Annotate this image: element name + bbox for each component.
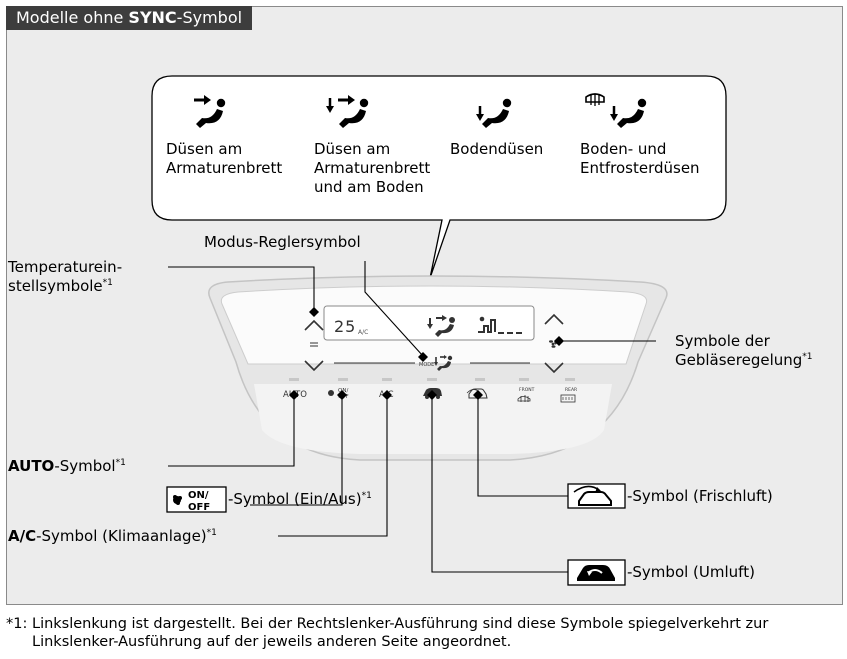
- display-fan-level: [478, 316, 522, 334]
- fresh-air-callout-icon: [567, 483, 626, 509]
- display-temperature: 25: [334, 317, 356, 336]
- panel-fan-icon: [549, 340, 557, 348]
- fan-down-arrow: [544, 362, 564, 374]
- panel-fresh-air-button: [466, 388, 488, 399]
- panel-mode-icon: [434, 355, 453, 371]
- recirculation-callout: -Symbol (Umluft): [627, 563, 755, 581]
- svg-text:FRONT: FRONT: [519, 387, 535, 393]
- panel-mode-label: MODE: [419, 362, 434, 368]
- mode-control-callout: Modus-Reglersymbol: [204, 233, 361, 251]
- fan-control-callout: Symbole der Gebläseregelung*1: [675, 332, 813, 369]
- display-mode-icon: [427, 315, 455, 337]
- dashboard-floor-vent-icon: [326, 95, 369, 128]
- onoff-callout: -Symbol (Ein/Aus)*1: [228, 490, 372, 508]
- svg-text:ON/: ON/: [188, 490, 209, 501]
- panel-rear-defrost-button: REAR: [560, 387, 577, 403]
- floor-vent-icon: [476, 98, 512, 128]
- footnote: *1: Linkslenkung ist dargestellt. Bei de…: [6, 616, 769, 650]
- temperature-down-arrow: [304, 360, 324, 372]
- leader-lines: [168, 261, 656, 573]
- ac-callout: A/C-Symbol (Klimaanlage)*1: [8, 527, 217, 545]
- auto-callout: AUTO-Symbol*1: [8, 457, 126, 475]
- display-ac-indicator: A/C: [358, 329, 368, 336]
- svg-text:REAR: REAR: [565, 387, 577, 393]
- fan-up-arrow: [544, 313, 564, 325]
- temperature-up-arrow: [304, 319, 324, 331]
- temperature-callout: Temperaturein- stellsymbole*1: [8, 258, 123, 295]
- fresh-air-callout: -Symbol (Frischluft): [627, 487, 773, 505]
- dashboard-vent-icon: [194, 95, 226, 128]
- svg-text:OFF: OFF: [188, 502, 210, 513]
- floor-defrost-vent-icon: [585, 93, 647, 128]
- vent-mode-bubble: [151, 75, 727, 279]
- recirculation-callout-icon: [567, 559, 626, 586]
- leader-endpoints: [289, 307, 564, 400]
- button-indicators: [289, 378, 575, 381]
- header-tab: Modelle ohne SYNC-Symbol: [6, 6, 253, 30]
- onoff-callout-icon: ON/ OFF: [166, 486, 227, 513]
- svg-text:ON/: ON/: [338, 388, 348, 394]
- vent-mode-label-floor: Bodendüsen: [450, 140, 544, 158]
- panel-front-defrost-button: FRONT: [517, 387, 535, 402]
